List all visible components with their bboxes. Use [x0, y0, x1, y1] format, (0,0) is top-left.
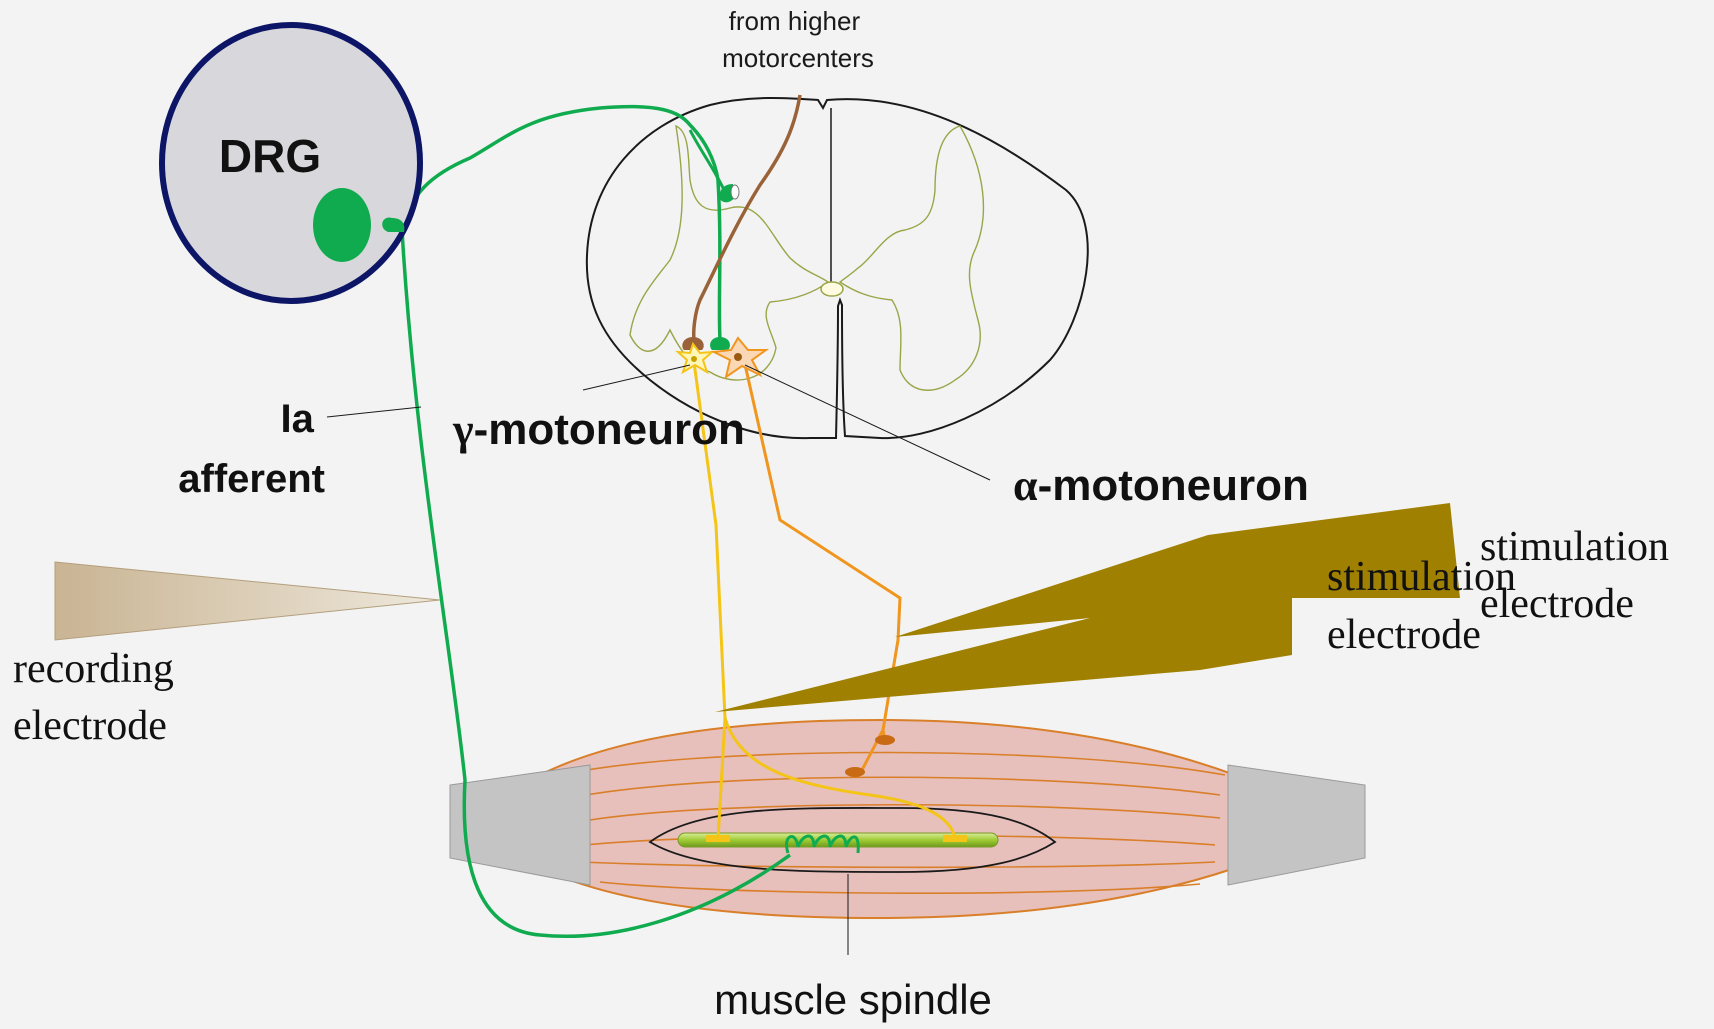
recording-line-2: electrode — [13, 703, 167, 749]
recording-electrode — [55, 562, 440, 640]
gamma-endplate-left — [706, 835, 730, 842]
gamma-endplate-right — [943, 835, 967, 842]
ia-pointer-line — [327, 407, 421, 417]
drg-label: DRG — [219, 130, 321, 182]
alpha-endplate-2 — [845, 767, 865, 777]
higher-centers-label: from higher motorcenters — [722, 6, 874, 73]
muscle — [450, 720, 1365, 918]
ia-terminal-bouton — [710, 337, 730, 350]
descending-fiber — [694, 95, 800, 340]
central-canal — [821, 282, 843, 296]
spinal-cord-outline — [587, 98, 1088, 438]
ia-label-line-2: afferent — [178, 457, 325, 501]
synapse-cleft — [731, 185, 739, 199]
alpha-label-text: -motoneuron — [1038, 461, 1309, 510]
stimulation-electrode — [715, 503, 1460, 712]
stim-b-line-2: electrode — [1327, 612, 1481, 658]
ia-afferent-label: Ia afferent — [178, 397, 325, 501]
stim-b-line-1: stimulation — [1327, 554, 1516, 600]
tendon-right — [1228, 765, 1365, 885]
recording-line-1: recording — [13, 646, 174, 692]
drg-cell-body — [313, 188, 371, 262]
gray-matter-right — [840, 126, 983, 390]
ia-label-line-1: Ia — [281, 397, 315, 441]
alpha-symbol: α — [1013, 461, 1038, 510]
muscle-spindle-label: muscle spindle — [714, 976, 992, 1023]
spinal-cord-section — [587, 98, 1088, 438]
alpha-motoneuron-label: α-motoneuron — [1013, 461, 1309, 510]
gamma-symbol: γ — [452, 405, 474, 454]
alpha-axon — [744, 360, 900, 770]
higher-centers-line-2: motorcenters — [722, 43, 874, 73]
alpha-endplate-1 — [875, 735, 895, 745]
higher-centers-line-1: from higher — [729, 6, 861, 36]
ia-collateral — [690, 130, 725, 192]
recording-electrode-label: recording electrode — [13, 646, 184, 749]
gamma-motoneuron-label: γ-motoneuron — [452, 405, 745, 454]
gamma-label-text: -motoneuron — [474, 405, 745, 454]
